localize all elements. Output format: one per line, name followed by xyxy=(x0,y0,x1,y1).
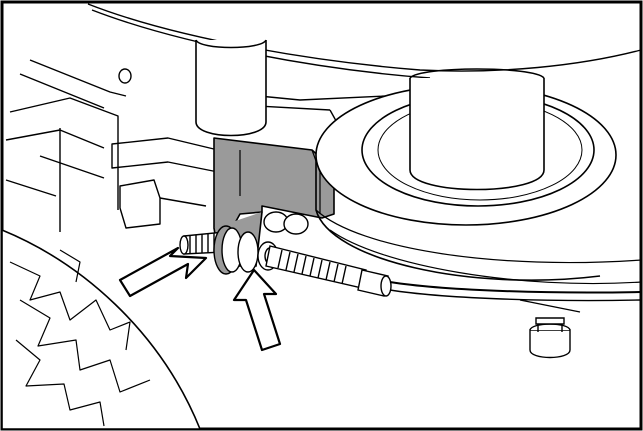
arrow-left xyxy=(118,246,208,298)
mower-deck xyxy=(5,3,642,232)
arrow-up xyxy=(232,268,282,352)
pulley xyxy=(315,68,642,285)
pulley-bolt xyxy=(519,299,581,359)
cable-assembly xyxy=(265,245,642,302)
tire xyxy=(1,229,201,430)
shaft-post xyxy=(195,39,267,137)
